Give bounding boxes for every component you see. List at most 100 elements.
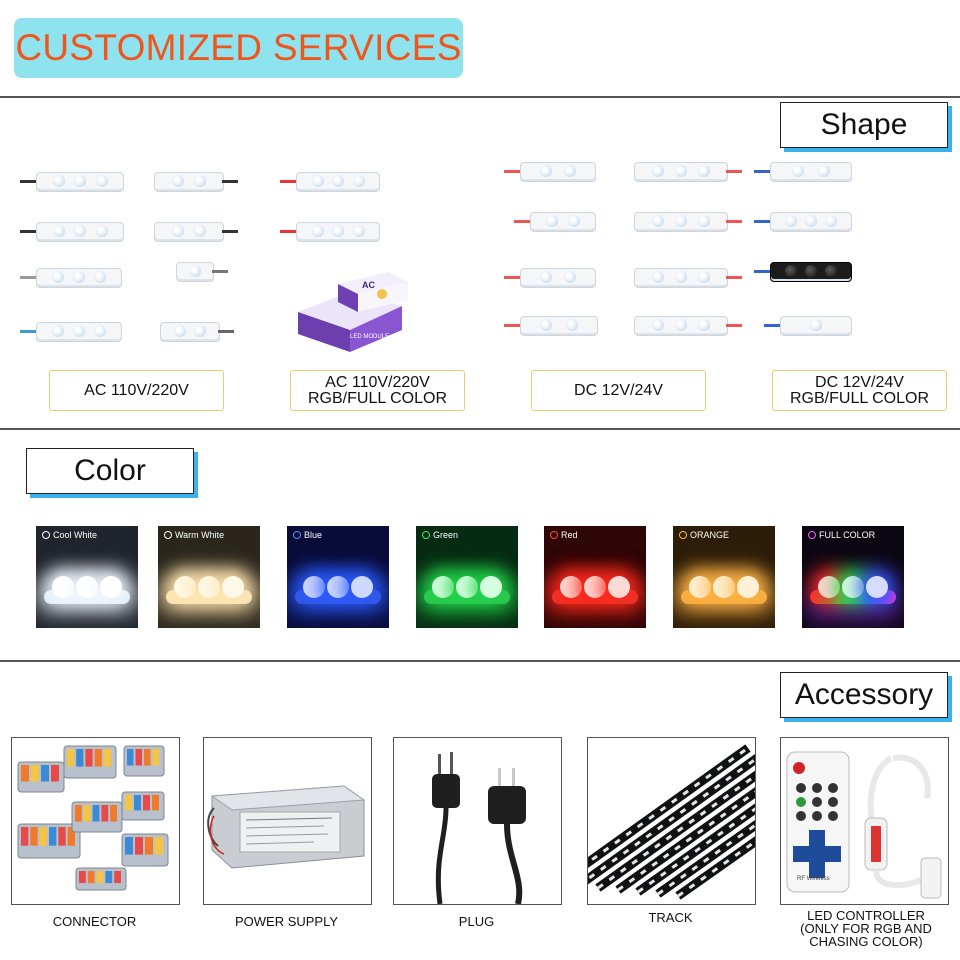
led-lens	[567, 215, 580, 227]
module-wire	[212, 270, 228, 273]
circle-icon	[164, 531, 172, 539]
connector-lever	[39, 827, 47, 846]
led-bulb	[432, 576, 454, 598]
led-lens	[810, 319, 822, 331]
accessory-power-supply	[203, 737, 372, 905]
connector-lever	[83, 805, 91, 822]
circle-icon	[42, 531, 50, 539]
track-module	[617, 790, 755, 892]
connector-lever	[76, 749, 84, 767]
led-module	[634, 316, 728, 336]
led-lens	[785, 265, 797, 277]
led-lens	[675, 215, 687, 227]
connector-lever	[94, 749, 102, 767]
module-wire	[280, 230, 296, 233]
led-lens	[805, 215, 817, 227]
led-module	[160, 322, 220, 342]
led-lens	[565, 319, 578, 331]
section-title-color: Color	[26, 448, 194, 494]
connector-lever	[103, 749, 111, 767]
led-lens	[174, 325, 187, 337]
module-wire	[218, 330, 234, 333]
led-bulb	[842, 576, 864, 598]
led-lens	[171, 175, 184, 187]
color-swatch-cool-white: Cool White	[36, 526, 138, 628]
section-divider	[0, 428, 960, 430]
connector-lever	[101, 805, 109, 822]
led-bulb	[198, 576, 220, 598]
led-module	[520, 268, 596, 288]
section-title-shape: Shape	[780, 102, 948, 148]
color-swatch-label: Blue	[293, 530, 322, 540]
track-module	[588, 757, 755, 881]
color-swatch-label: Green	[422, 530, 458, 540]
color-swatch-label: ORANGE	[679, 530, 729, 540]
connector-lever	[110, 805, 117, 822]
connector-lever	[21, 765, 29, 782]
led-lens	[652, 319, 664, 331]
led-lens	[73, 271, 85, 283]
led-module	[634, 268, 728, 288]
color-swatch-text: Blue	[304, 530, 323, 540]
led-lens	[95, 225, 108, 237]
shape-group-line: DC 12V/24V	[815, 373, 904, 391]
led-lens	[540, 319, 553, 331]
connector-lever	[67, 749, 75, 767]
led-lens	[94, 271, 106, 283]
page-title: CUSTOMIZED SERVICES	[15, 27, 462, 68]
led-lens	[825, 215, 837, 227]
led-module	[634, 162, 728, 182]
shape-group-label: DC 12V/24V RGB/FULL COLOR	[772, 370, 947, 411]
led-lens	[74, 225, 86, 237]
color-swatch-label: Cool White	[42, 530, 97, 540]
accessory-led-controller: RF Wireless	[780, 737, 949, 905]
led-bulb	[689, 576, 711, 598]
led-module	[634, 212, 728, 232]
led-module	[770, 262, 852, 282]
module-wire	[20, 180, 36, 183]
led-lens	[652, 215, 664, 227]
color-swatch-blue: Blue	[287, 526, 389, 628]
led-bulb	[100, 576, 122, 598]
color-swatch-text: Warm White	[175, 530, 225, 540]
product-box-sublabel: LED MODULE	[350, 334, 390, 340]
connector-lever	[87, 871, 95, 884]
connector-lever	[31, 765, 39, 782]
led-lens	[564, 271, 577, 283]
module-wire	[726, 276, 742, 279]
led-lens	[652, 165, 664, 177]
remote-brand-label: RF Wireless	[797, 876, 830, 882]
shape-group-line: RGB/FULL COLOR	[308, 389, 447, 407]
led-lens	[194, 175, 207, 187]
led-lens	[73, 325, 85, 337]
accessory-label-controller: LED CONTROLLER (ONLY FOR RGB AND CHASING…	[780, 909, 952, 948]
module-wire	[754, 270, 770, 273]
accessory-label: CONNECTOR	[52, 914, 137, 929]
shape-group-line: DC 12V/24V	[574, 381, 663, 399]
color-swatch-label: FULL COLOR	[808, 530, 875, 540]
module-wire	[222, 230, 238, 233]
module-wire	[20, 230, 36, 233]
section-title-accessory: Accessory	[780, 672, 948, 718]
module-gallery	[0, 0, 960, 430]
led-bulb	[174, 576, 196, 598]
module-wire	[280, 180, 296, 183]
track-module	[657, 823, 755, 896]
led-lens	[171, 225, 184, 237]
plug-graphic	[432, 752, 526, 904]
module-wire	[504, 276, 520, 279]
connector-lever	[143, 795, 150, 811]
accessory-plug	[393, 737, 562, 905]
led-lens	[791, 165, 804, 177]
connector-lever	[92, 805, 100, 822]
color-swatch-orange: ORANGE	[673, 526, 775, 628]
led-lens	[698, 165, 710, 177]
module-wire	[754, 220, 770, 223]
led-bulb	[52, 576, 74, 598]
connector-lever	[79, 871, 86, 884]
connector-lever	[135, 837, 143, 855]
connector-lever	[85, 749, 93, 767]
module-wire	[726, 220, 742, 223]
connector-lever	[125, 795, 132, 811]
accessory-label: PLUG	[458, 914, 495, 929]
